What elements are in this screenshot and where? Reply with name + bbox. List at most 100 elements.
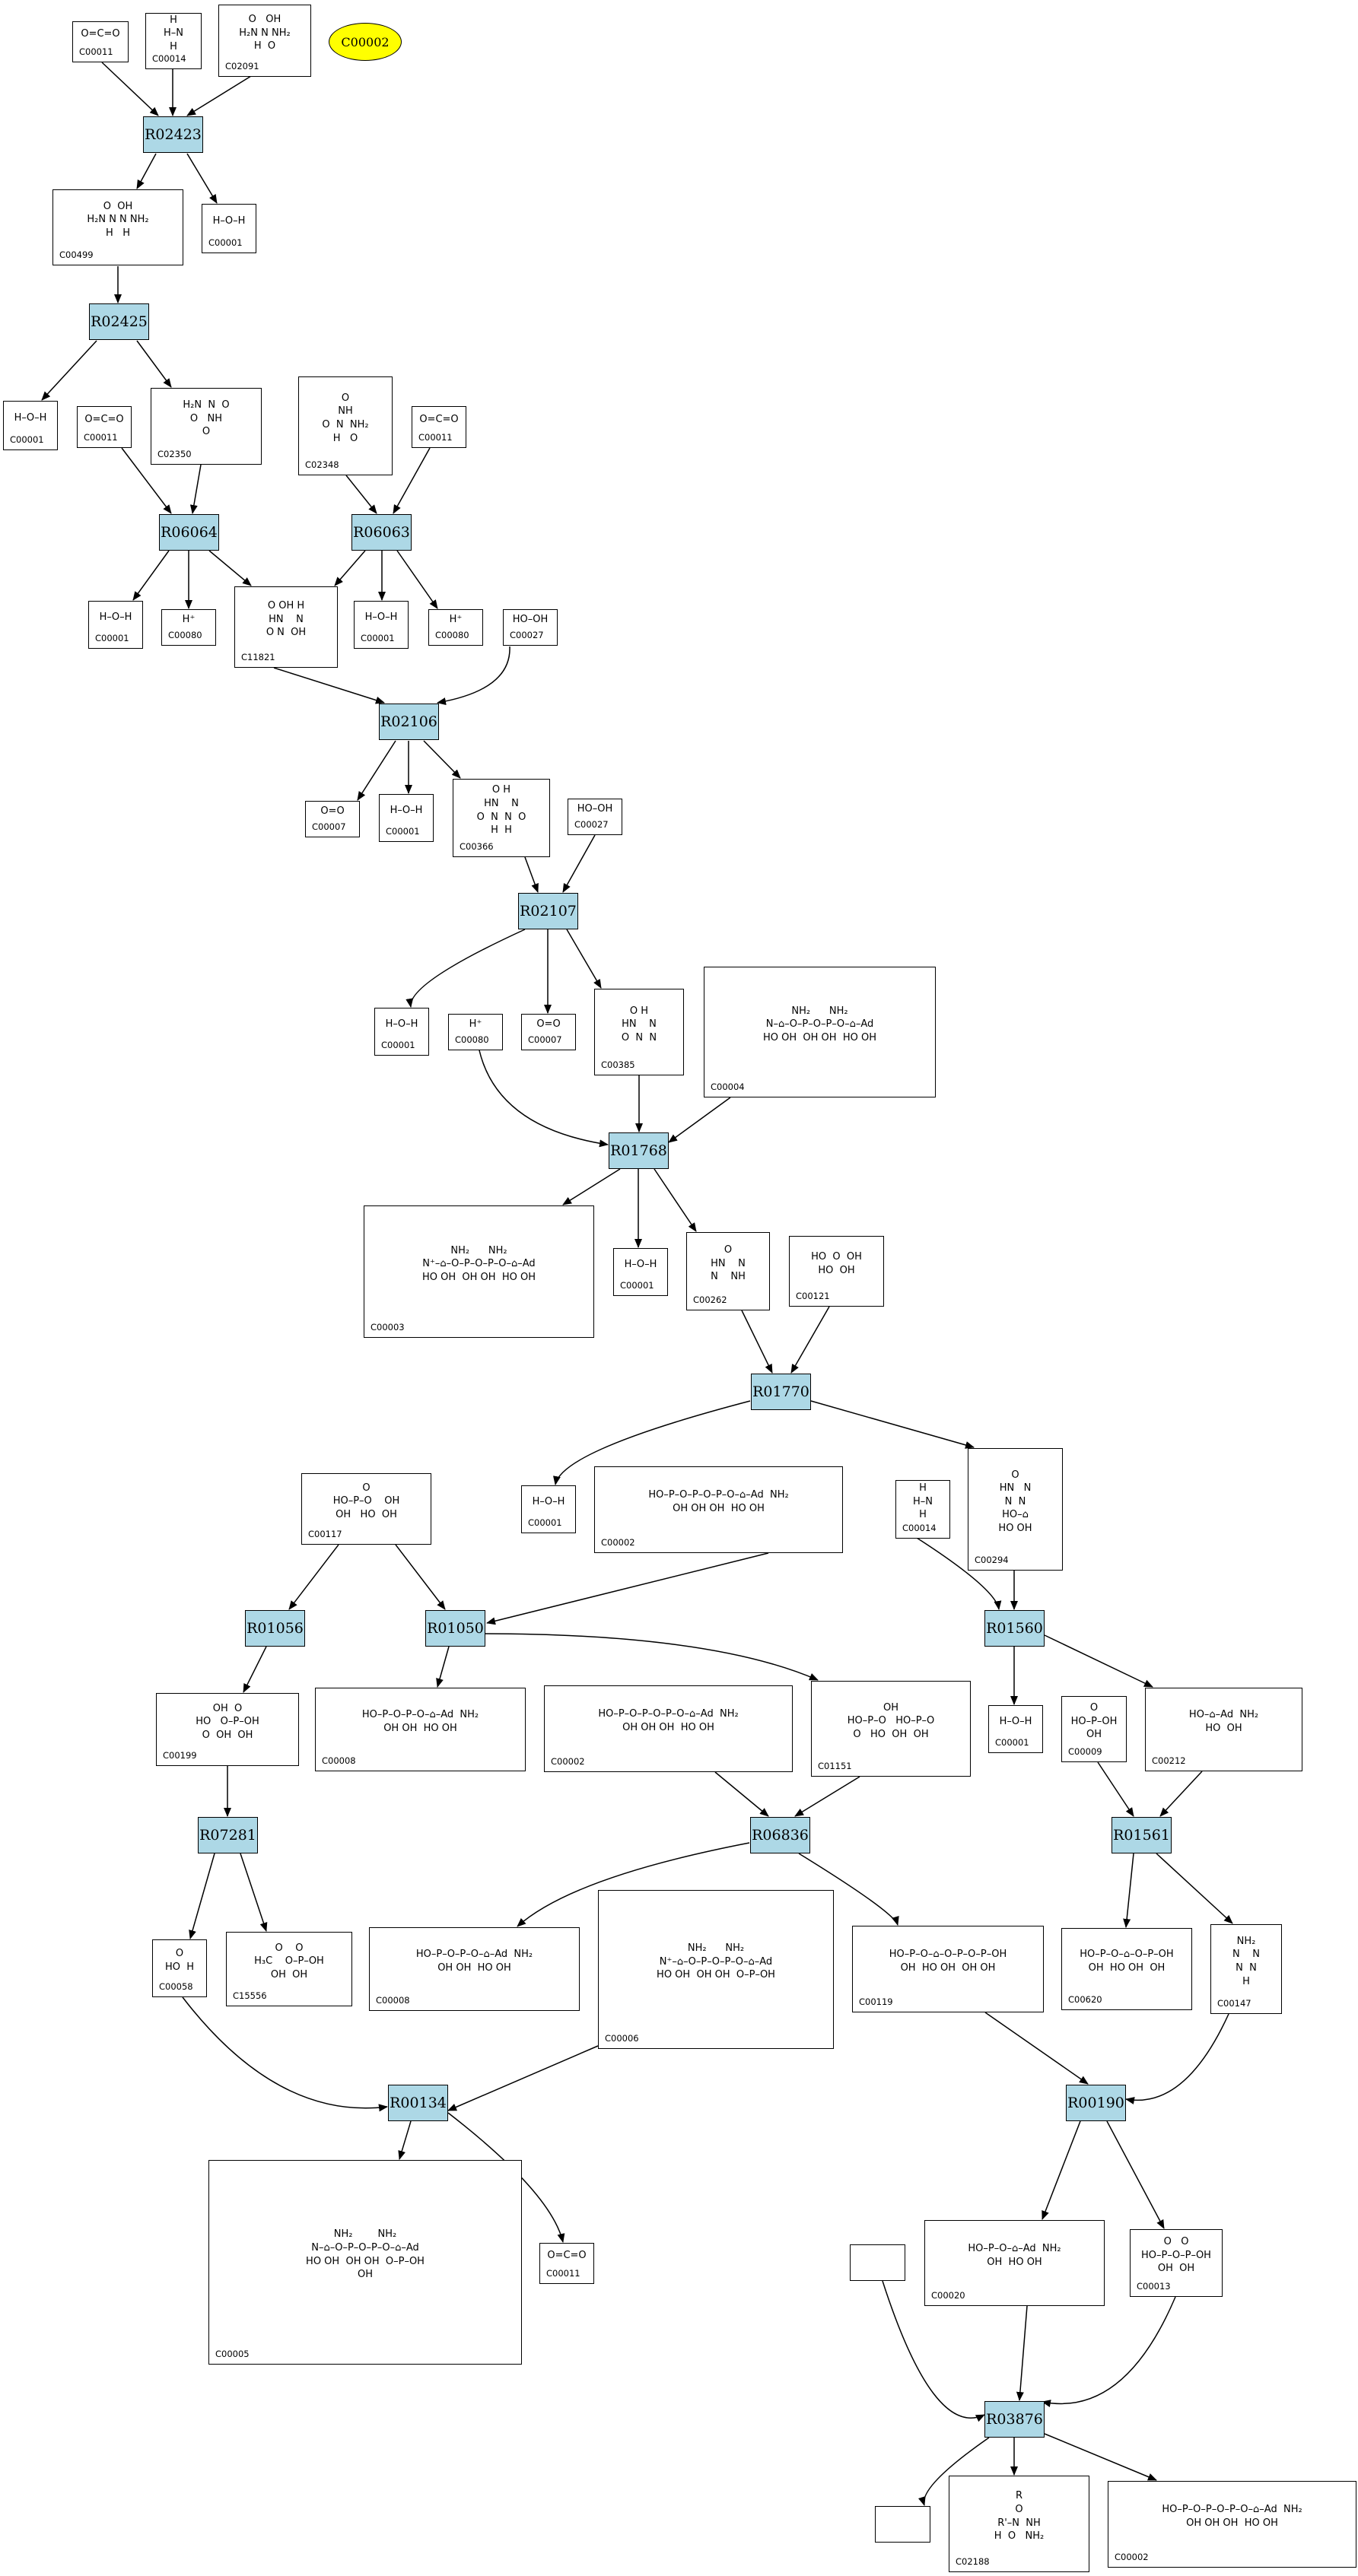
compound-C00080[interactable]: H⁺C00080 xyxy=(161,609,216,646)
reaction-R01561[interactable]: R01561 xyxy=(1112,1817,1172,1853)
compound-structure: O=O xyxy=(320,805,345,818)
reaction-R01770[interactable]: R01770 xyxy=(751,1374,811,1410)
compound-id: C00007 xyxy=(528,1034,562,1045)
compound-structure: NH₂ NH₂ N–⌂–O–P–O–P–O–⌂–Ad HO OH OH OH H… xyxy=(763,1005,876,1043)
reaction-edge xyxy=(479,1050,609,1148)
compound-id: C00013 xyxy=(1137,2281,1171,2292)
compound-structure: O=O xyxy=(536,1018,561,1031)
reaction-edge xyxy=(437,646,510,706)
reaction-R00190[interactable]: R00190 xyxy=(1066,2085,1126,2121)
compound-structure: H–O–H xyxy=(14,411,47,424)
compound-C00005[interactable]: NH₂ NH₂ N–⌂–O–P–O–P–O–⌂–Ad HO OH OH OH O… xyxy=(208,2160,522,2365)
compound-C00080[interactable]: H⁺C00080 xyxy=(448,1014,503,1050)
compound-structure: H–O–H xyxy=(364,611,398,623)
reaction-R01560[interactable]: R01560 xyxy=(984,1610,1045,1647)
compound-structure: H⁺ xyxy=(469,1018,482,1031)
reaction-R00134[interactable]: R00134 xyxy=(388,2085,448,2121)
compound-C00006[interactable]: NH₂ NH₂ N⁺–⌂–O–P–O–P–O–⌂–Ad HO OH OH OH … xyxy=(598,1890,834,2049)
compound-id: C00001 xyxy=(208,237,243,248)
unlabeled-node[interactable] xyxy=(850,2244,905,2281)
reaction-label: R02425 xyxy=(91,313,148,330)
unlabeled-node[interactable] xyxy=(875,2506,930,2543)
reaction-label: R01770 xyxy=(752,1383,809,1400)
reaction-R07281[interactable]: R07281 xyxy=(198,1817,258,1853)
reaction-R06836[interactable]: R06836 xyxy=(750,1817,810,1853)
compound-id: C00008 xyxy=(376,1995,410,2006)
reaction-R06063[interactable]: R06063 xyxy=(351,514,412,551)
reaction-R03876[interactable]: R03876 xyxy=(984,2401,1045,2438)
compound-structure: O=C=O xyxy=(81,28,120,40)
reaction-R06064[interactable]: R06064 xyxy=(159,514,219,551)
compound-structure: OH O HO O–P–OH O OH OH xyxy=(196,1702,259,1741)
compound-C00004[interactable]: NH₂ NH₂ N–⌂–O–P–O–P–O–⌂–Ad HO OH OH OH H… xyxy=(704,967,936,1097)
glycan-node[interactable]: C00002 xyxy=(329,23,402,61)
compound-structure: H–O–H xyxy=(999,1715,1032,1727)
compound-C00007[interactable]: O=O C00007 xyxy=(521,1014,576,1050)
reaction-R01056[interactable]: R01056 xyxy=(245,1610,305,1647)
reaction-label: R01050 xyxy=(427,1620,484,1637)
reaction-R02107[interactable]: R02107 xyxy=(518,893,578,929)
compound-id: C00002 xyxy=(551,1756,585,1767)
reaction-R02423[interactable]: R02423 xyxy=(143,116,203,153)
reaction-edge xyxy=(447,2112,565,2243)
compound-C00003[interactable]: NH₂ NH₂ N⁺–⌂–O–P–O–P–O–⌂–Ad HO OH OH OH … xyxy=(364,1205,594,1338)
compound-structure: H–O–H xyxy=(99,611,132,623)
compound-C00080[interactable]: H⁺C00080 xyxy=(428,609,483,646)
compound-C00011[interactable]: O=C=O C00011 xyxy=(72,21,129,62)
compound-id: C00008 xyxy=(322,1755,356,1766)
reaction-edge xyxy=(1042,2296,1176,2408)
reaction-R02425[interactable]: R02425 xyxy=(89,303,149,340)
compound-id: C00003 xyxy=(371,1322,405,1332)
reaction-R01768[interactable]: R01768 xyxy=(609,1132,669,1169)
compound-id: C00121 xyxy=(796,1291,830,1301)
reaction-R01050[interactable]: R01050 xyxy=(425,1610,485,1647)
compound-id: C00011 xyxy=(79,46,113,57)
reaction-R02106[interactable]: R02106 xyxy=(379,704,439,740)
